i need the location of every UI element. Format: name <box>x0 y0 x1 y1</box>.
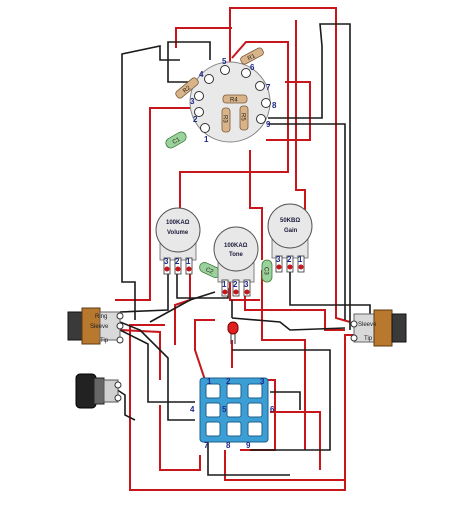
resistor-label: R2 <box>182 85 192 95</box>
right-jack-tip-label: Tip <box>364 336 373 342</box>
tone-pot-name: Tone <box>229 252 244 258</box>
resistor-r5: R5 <box>240 105 249 131</box>
left-jack-sleeve-label: Sleeve <box>90 324 109 330</box>
black-wires <box>109 23 371 476</box>
gain-pot-pin: 2 <box>287 255 292 264</box>
resistor-label: R1 <box>247 53 257 62</box>
capacitor-label: C1 <box>172 137 182 146</box>
socket-pin-label: 9 <box>266 120 271 129</box>
socket-pin-label: 2 <box>193 115 198 124</box>
footswitch-pin-label: 8 <box>226 441 231 450</box>
gain-pot-pin: 3 <box>276 255 281 264</box>
footswitch-pin-label: 6 <box>270 405 275 414</box>
socket-pin-label: 7 <box>266 83 271 92</box>
footswitch: 1 2 3 4 5 6 7 8 9 <box>190 377 275 450</box>
resistor-r1: R1 <box>240 47 264 65</box>
socket-pins <box>194 65 271 133</box>
footswitch-pin-label: 5 <box>222 405 227 414</box>
tone-pot-pin: 3 <box>244 280 249 289</box>
socket-pin-label: 8 <box>272 101 277 110</box>
socket-pin-label: 4 <box>199 70 204 79</box>
gain-pot-name: Gain <box>284 228 298 234</box>
volume-pot-name: Volume <box>167 230 189 236</box>
resistor-r2: R2 <box>175 77 199 99</box>
resistor-label: R4 <box>230 98 238 104</box>
capacitor-c1: C1 <box>165 131 187 149</box>
volume-pot: 100KAΩ Volume 3 2 1 <box>155 207 201 275</box>
footswitch-lugs <box>205 383 263 437</box>
left-jack: Ring Sleeve Tip <box>67 307 124 345</box>
resistor-label: R5 <box>240 113 246 121</box>
socket-pin-label: 1 <box>204 135 209 144</box>
resistor-label: R3 <box>222 115 228 123</box>
tone-pot-pin: 2 <box>233 280 238 289</box>
capacitor-label: C3 <box>263 267 269 275</box>
footswitch-pin-label: 9 <box>246 441 251 450</box>
volume-pot-value: 100KAΩ <box>166 220 190 226</box>
volume-pot-pin: 3 <box>164 257 169 266</box>
led <box>227 321 239 344</box>
tone-pot-pin: 1 <box>222 280 227 289</box>
capacitor-c3: C3 <box>261 259 273 283</box>
left-jack-tip-label: Tip <box>100 338 109 344</box>
tone-pot: 100KAΩ Tone 1 2 3 <box>213 226 259 297</box>
socket-pin-label: 3 <box>190 97 195 106</box>
resistor-r3: R3 <box>222 107 231 133</box>
gain-pot-value: 50KBΩ <box>280 218 300 224</box>
gain-pot: 50KBΩ Gain 3 2 1 <box>267 203 313 273</box>
footswitch-pin-label: 7 <box>204 441 209 450</box>
resistor-r4: R4 <box>222 94 248 104</box>
volume-pot-pin: 2 <box>175 257 180 266</box>
footswitch-pin-label: 1 <box>207 377 212 386</box>
footswitch-pin-label: 4 <box>190 405 195 414</box>
right-jack-sleeve-label: Sleeve <box>358 322 377 328</box>
capacitor-label: C2 <box>204 267 214 276</box>
left-jack-ring-label: Ring <box>95 314 107 320</box>
dc-power-jack <box>75 373 122 409</box>
gain-pot-pin: 1 <box>298 255 303 264</box>
right-jack: Sleeve Tip <box>350 309 407 347</box>
socket-pin-label: 5 <box>222 57 227 66</box>
volume-pot-pin: 1 <box>186 257 191 266</box>
footswitch-pin-label: 3 <box>260 377 265 386</box>
footswitch-pin-label: 2 <box>226 377 231 386</box>
red-wires <box>115 7 355 491</box>
tone-pot-value: 100KAΩ <box>224 243 248 249</box>
socket-pin-label: 6 <box>250 63 255 72</box>
